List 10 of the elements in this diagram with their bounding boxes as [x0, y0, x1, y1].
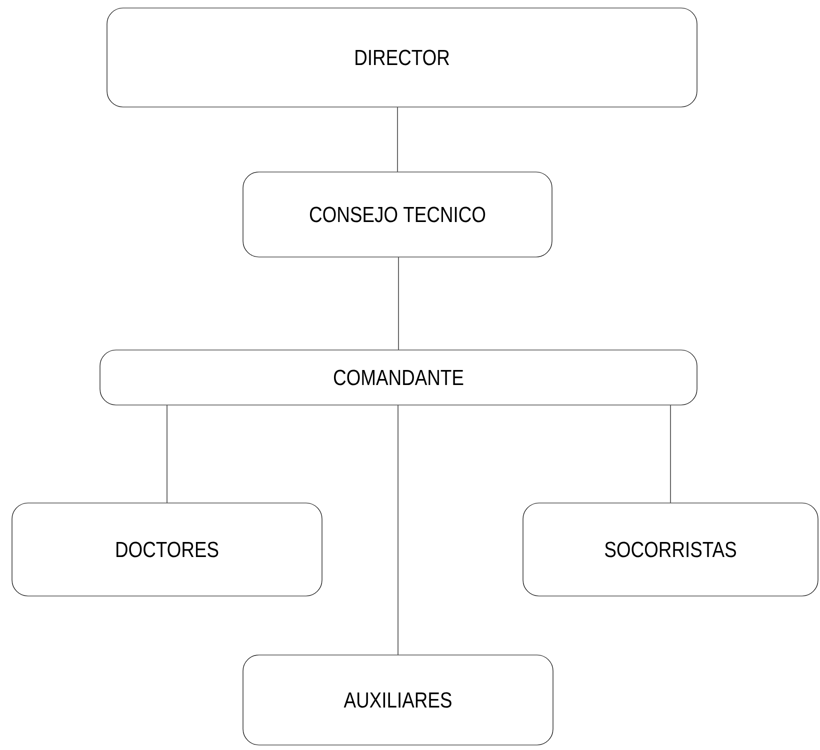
org-box: DIRECTOR [106, 8, 698, 108]
connector-line [166, 405, 168, 503]
org-box: CONSEJO TECNICO [242, 172, 552, 258]
connector-line [398, 257, 399, 350]
org-box: COMANDANTE [100, 350, 698, 406]
connector-line [670, 405, 671, 503]
org-box: AUXILIARES [242, 654, 554, 746]
connector-line [397, 107, 398, 172]
org-box: SOCORRISTAS [522, 502, 818, 596]
org-box: DOCTORES [12, 502, 322, 596]
